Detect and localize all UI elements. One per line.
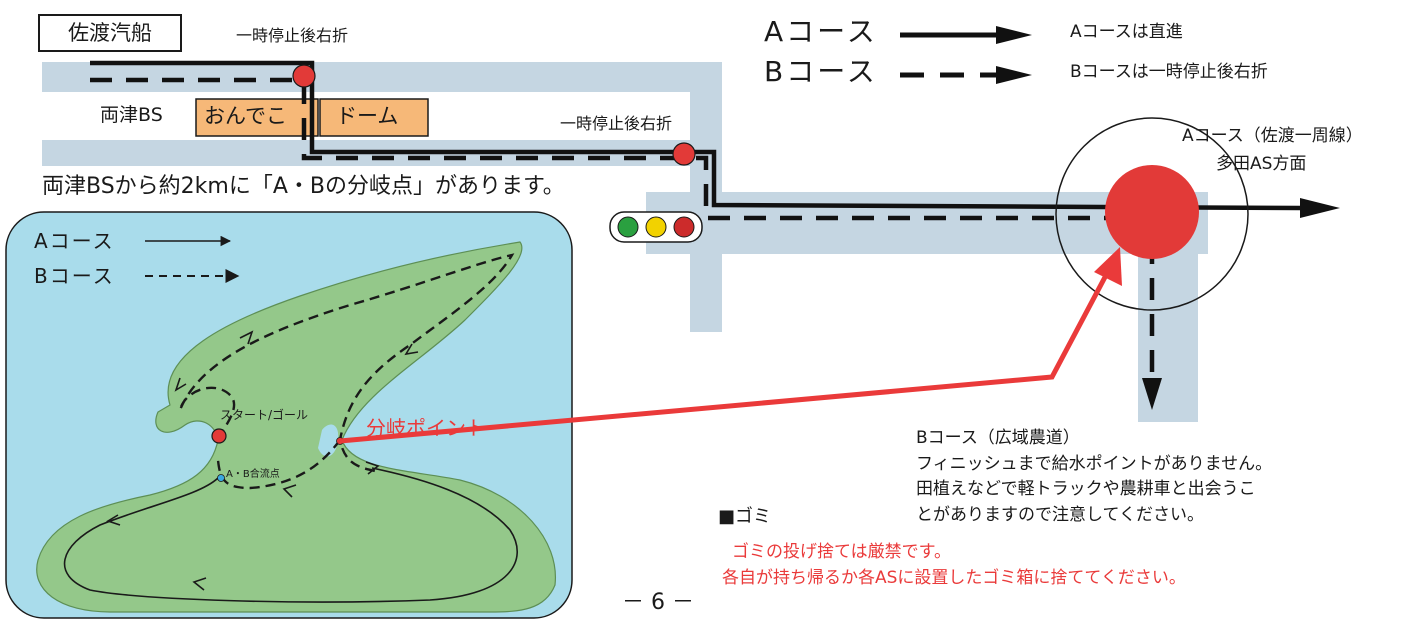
b-course-info-line1: Bコース（広域農道）: [916, 428, 1080, 448]
a-course-arrowhead: [1300, 198, 1340, 218]
stop-marker-top: [292, 64, 316, 88]
stop-turn-right-top: 一時停止後右折: [236, 26, 349, 45]
legend-b-label: Bコース: [764, 55, 878, 88]
trash-line2: 各自が持ち帰るか各ASに設置したゴミ箱に捨ててください。: [722, 568, 1186, 588]
bus-stop-label: 両津BS: [100, 104, 163, 126]
legend-a-label: Aコース: [764, 15, 878, 48]
traffic-signal-icon: [609, 211, 703, 243]
stop-turn-right-mid: 一時停止後右折: [560, 114, 673, 133]
legend-a-note: Aコースは直進: [1070, 22, 1183, 42]
b-course-info-line3: 田植えなどで軽トラックや農耕車と出会うこ: [916, 479, 1256, 499]
inset-legend-a: Aコース: [34, 229, 115, 253]
branch-point-marker: [1105, 165, 1199, 259]
trash-line1: ゴミの投げ捨ては厳禁です。: [732, 542, 951, 562]
b-course-info-line4: とがありますので注意してください。: [916, 505, 1204, 525]
trash-heading: ■ゴミ: [718, 506, 772, 527]
inset-map: [5, 211, 573, 619]
b-course-arrowhead: [1142, 378, 1162, 410]
sado-island: [36, 241, 556, 613]
a-course-destination-line2: 多田AS方面: [1216, 154, 1307, 174]
start-goal-marker: [211, 428, 227, 444]
a-course-destination-line1: Aコース（佐渡一周線）: [1182, 126, 1363, 146]
legend-b-note: Bコースは一時停止後右折: [1070, 62, 1268, 82]
merge-point-marker: [217, 474, 225, 482]
page-number: － 6 －: [622, 590, 694, 615]
start-goal-label: スタート/ゴール: [220, 408, 309, 422]
ferry-label: 佐渡汽船: [68, 20, 152, 45]
dome-label-right: ドーム: [336, 104, 399, 128]
merge-point-label: A・B合流点: [226, 469, 280, 480]
legend-lines: [900, 26, 1032, 84]
distance-note: 両津BSから約2kmに「A・Bの分岐点」があります。: [42, 174, 565, 199]
stop-marker-mid: [672, 142, 696, 166]
branch-connector-arrow: [339, 247, 1122, 444]
dome-block-left: [195, 98, 319, 137]
branch-point-label: 分岐ポイント: [366, 416, 486, 440]
dome-block-right: [319, 98, 429, 137]
ferry-label-box: 佐渡汽船: [38, 14, 182, 52]
branch-point-zoom-circle: [1055, 117, 1249, 311]
dome-label-left: おんでこ: [204, 104, 287, 128]
b-course-info-line2: フィニッシュまで給水ポイントがありません。: [916, 454, 1273, 474]
inset-legend-b: Bコース: [34, 264, 115, 288]
a-course-route: [90, 60, 1301, 211]
